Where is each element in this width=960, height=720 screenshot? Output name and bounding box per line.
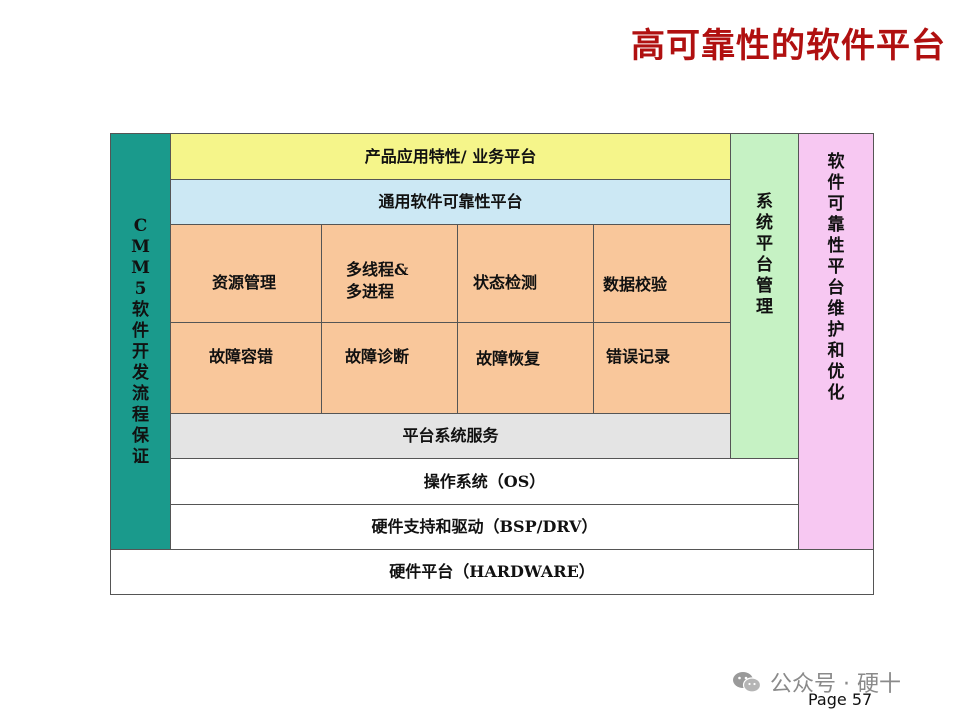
module-multithread: 多线程& 多进程 [346, 260, 409, 301]
vertical-char: 台 [827, 278, 845, 298]
watermark-text: 公众号 · 硬十 [770, 672, 901, 697]
vertical-char: M [131, 257, 150, 278]
vertical-char: 统 [756, 213, 773, 233]
maintenance-column: 软件可靠性平台维护和优化 [798, 133, 874, 550]
product-app-label: 产品应用特性/ 业务平台 [364, 146, 537, 166]
module-divider [321, 224, 322, 414]
vertical-char: 化 [827, 383, 845, 403]
module-divider [457, 224, 458, 414]
vertical-char: 件 [131, 320, 149, 341]
vertical-char: 软 [827, 152, 845, 172]
os-bar: 操作系统（OS） [170, 458, 799, 505]
bsp-bar: 硬件支持和驱动（BSP/DRV） [170, 504, 799, 550]
vertical-char: 5 [134, 278, 147, 299]
vertical-char: 护 [827, 320, 845, 340]
system-mgmt-label: 系统平台管理 [731, 192, 798, 318]
vertical-char: 性 [827, 236, 845, 256]
vertical-char: 管 [756, 276, 773, 296]
module-divider [593, 224, 594, 414]
vertical-char: M [131, 236, 150, 257]
module-fault-tolerance: 故障容错 [209, 347, 274, 366]
module-divider [170, 322, 731, 323]
platform-service-bar: 平台系统服务 [170, 413, 731, 459]
hardware-label: 硬件平台（HARDWARE） [389, 562, 595, 581]
vertical-char: 平 [827, 257, 845, 277]
vertical-char: 保 [131, 425, 149, 446]
os-label: 操作系统（OS） [423, 471, 546, 491]
vertical-char: 软 [131, 299, 149, 320]
vertical-char: 理 [756, 297, 773, 317]
vertical-char: 靠 [827, 215, 845, 235]
module-fault-diagnosis: 故障诊断 [345, 347, 410, 366]
vertical-char: 维 [827, 299, 845, 319]
vertical-char: C [133, 215, 148, 236]
product-app-bar: 产品应用特性/ 业务平台 [170, 133, 731, 180]
hardware-bar: 硬件平台（HARDWARE） [110, 549, 874, 595]
vertical-char: 台 [756, 255, 773, 275]
page-number: Page 57 [808, 690, 873, 709]
vertical-char: 发 [131, 362, 149, 383]
vertical-char: 可 [827, 194, 845, 214]
general-platform-label: 通用软件可靠性平台 [378, 192, 523, 211]
vertical-char: 流 [131, 383, 149, 404]
module-status-detect: 状态检测 [473, 273, 538, 292]
module-resource-mgmt: 资源管理 [212, 273, 277, 292]
vertical-char: 和 [827, 341, 845, 361]
maintenance-label: 软件可靠性平台维护和优化 [799, 152, 873, 404]
system-mgmt-column: 系统平台管理 [730, 133, 799, 459]
wechat-icon [733, 672, 762, 693]
module-fault-recovery: 故障恢复 [476, 349, 541, 368]
vertical-char: 件 [827, 173, 845, 193]
module-area [170, 224, 731, 414]
vertical-char: 优 [827, 362, 845, 382]
vertical-char: 开 [131, 341, 149, 362]
bsp-label: 硬件支持和驱动（BSP/DRV） [371, 517, 598, 536]
watermark: 公众号 · 硬十 [732, 666, 901, 698]
module-data-verify: 数据校验 [603, 275, 668, 294]
vertical-char: 系 [756, 192, 773, 212]
platform-service-label: 平台系统服务 [402, 426, 499, 445]
general-platform-bar: 通用软件可靠性平台 [170, 179, 731, 225]
module-error-log: 错误记录 [606, 347, 671, 366]
page-title: 高可靠性的软件平台 [631, 26, 946, 66]
vertical-char: 程 [131, 404, 149, 425]
vertical-char: 平 [756, 234, 773, 254]
vertical-char: 证 [131, 446, 149, 467]
